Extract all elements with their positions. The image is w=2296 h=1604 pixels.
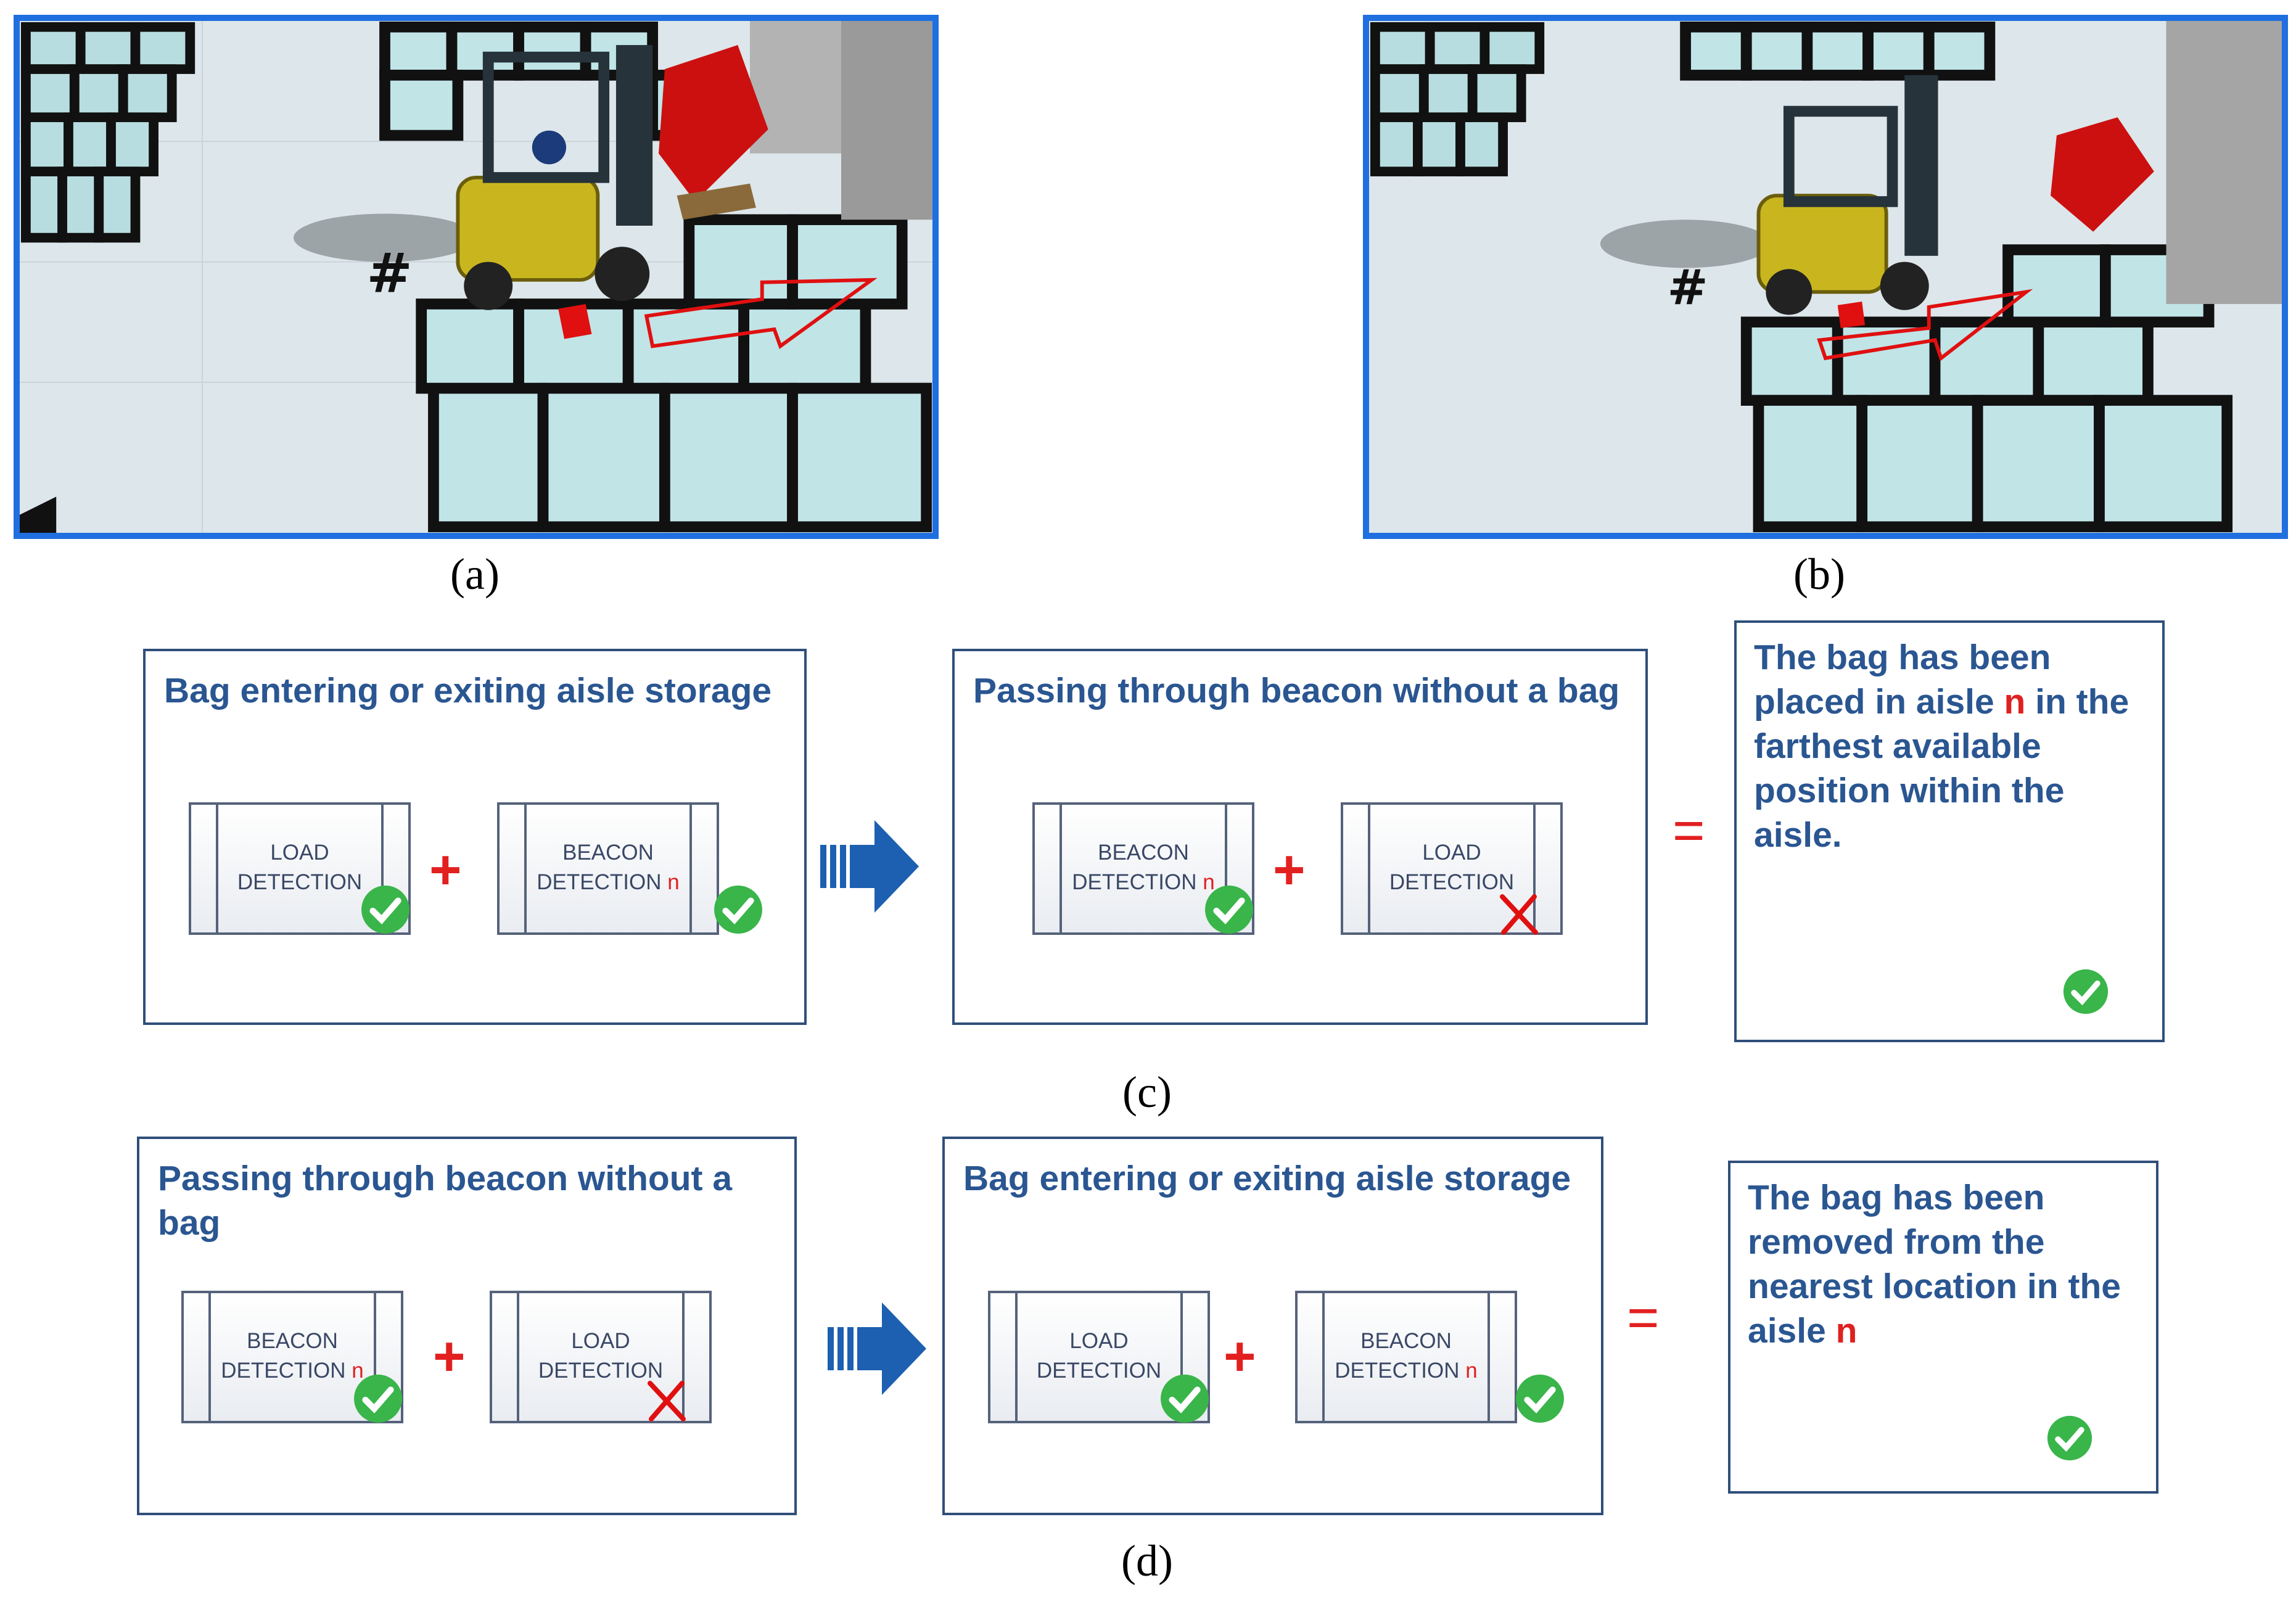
card-line2: DETECTION: [237, 870, 363, 894]
card-line2: DETECTION: [537, 870, 662, 894]
caption-b: (b): [1793, 549, 1845, 599]
card-line2: DETECTION: [1036, 1359, 1162, 1383]
cross-icon: [1500, 894, 1538, 935]
result-box-c: The bag has been placed in aisle n in th…: [1734, 620, 2165, 1042]
detection-card: BEACON DETECTION n: [497, 802, 719, 935]
result-text: The bag has been removed from the neares…: [1748, 1175, 2142, 1353]
condition-title: Passing through beacon without a bag: [158, 1159, 733, 1243]
check-icon: [714, 886, 762, 934]
result-text-pre: The bag has been removed from the neares…: [1748, 1178, 2121, 1351]
check-icon: [1161, 1375, 1209, 1423]
caption-a: (a): [450, 549, 500, 599]
condition-title: Bag entering or exiting aisle storage: [963, 1159, 1571, 1198]
check-icon: [361, 886, 409, 934]
check-icon: [1516, 1375, 1564, 1423]
condition-box-d-left: Passing through beacon without a bag BEA…: [137, 1137, 797, 1515]
warehouse-scene-a: #: [20, 21, 932, 533]
condition-title: Passing through beacon without a bag: [973, 671, 1620, 710]
card-line1: BEACON: [247, 1329, 338, 1353]
scene-image-b: #: [1363, 15, 2288, 539]
card-line1: BEACON: [1098, 841, 1189, 865]
card-aisle-n: n: [667, 870, 680, 894]
caption-d: (d): [1121, 1536, 1173, 1585]
card-line1: LOAD: [571, 1329, 630, 1353]
card-line2: DETECTION: [538, 1359, 664, 1383]
condition-box-c-left: Bag entering or exiting aisle storage LO…: [143, 649, 807, 1025]
check-icon: [2047, 1415, 2092, 1461]
card-line1: LOAD: [1422, 841, 1481, 865]
right-arrow-icon: [820, 820, 919, 913]
plus-sign: +: [1273, 839, 1306, 901]
card-line1: BEACON: [562, 841, 654, 865]
cross-icon: [648, 1381, 686, 1421]
card-line2: DETECTION: [1072, 870, 1197, 894]
result-text-post: in the farthest available position withi…: [1754, 682, 2129, 855]
card-line1: LOAD: [270, 841, 329, 865]
detection-card: LOAD DETECTION: [1341, 802, 1563, 935]
equals-sign: =: [1627, 1287, 1660, 1349]
card-line1: BEACON: [1360, 1329, 1452, 1353]
condition-title: Bag entering or exiting aisle storage: [164, 671, 772, 710]
card-aisle-n: n: [352, 1359, 364, 1383]
card-aisle-n: n: [1465, 1359, 1478, 1383]
result-text-pre: The bag has been placed in aisle: [1754, 638, 2051, 722]
caption-c: (c): [1122, 1067, 1172, 1117]
result-text: The bag has been placed in aisle n in th…: [1754, 635, 2149, 857]
plus-sign: +: [429, 839, 462, 901]
check-icon: [354, 1375, 402, 1423]
result-box-d: The bag has been removed from the neares…: [1728, 1161, 2158, 1494]
result-aisle-n: n: [2004, 682, 2026, 722]
plus-sign: +: [1224, 1326, 1256, 1388]
card-line2: DETECTION: [221, 1359, 346, 1383]
card-line2: DETECTION: [1335, 1359, 1460, 1383]
detection-card: LOAD DETECTION: [189, 802, 411, 935]
detection-card: BEACON DETECTION n: [1295, 1291, 1517, 1423]
condition-box-c-mid: Passing through beacon without a bag BEA…: [952, 649, 1648, 1025]
hash-mark: #: [1667, 259, 1708, 316]
equals-sign: =: [1673, 800, 1705, 862]
warehouse-scene-b: #: [1369, 21, 2282, 533]
card-line1: LOAD: [1069, 1329, 1129, 1353]
check-icon: [2063, 969, 2109, 1014]
hash-mark: #: [366, 242, 412, 305]
check-icon: [1205, 886, 1253, 934]
detection-card: LOAD DETECTION: [490, 1291, 712, 1423]
scene-image-a: #: [14, 15, 939, 539]
plus-sign: +: [433, 1326, 466, 1388]
card-line2: DETECTION: [1389, 870, 1515, 894]
condition-box-d-mid: Bag entering or exiting aisle storage LO…: [942, 1137, 1603, 1515]
card-aisle-n: n: [1203, 870, 1215, 894]
result-aisle-n: n: [1835, 1311, 1858, 1351]
right-arrow-icon: [828, 1302, 926, 1395]
